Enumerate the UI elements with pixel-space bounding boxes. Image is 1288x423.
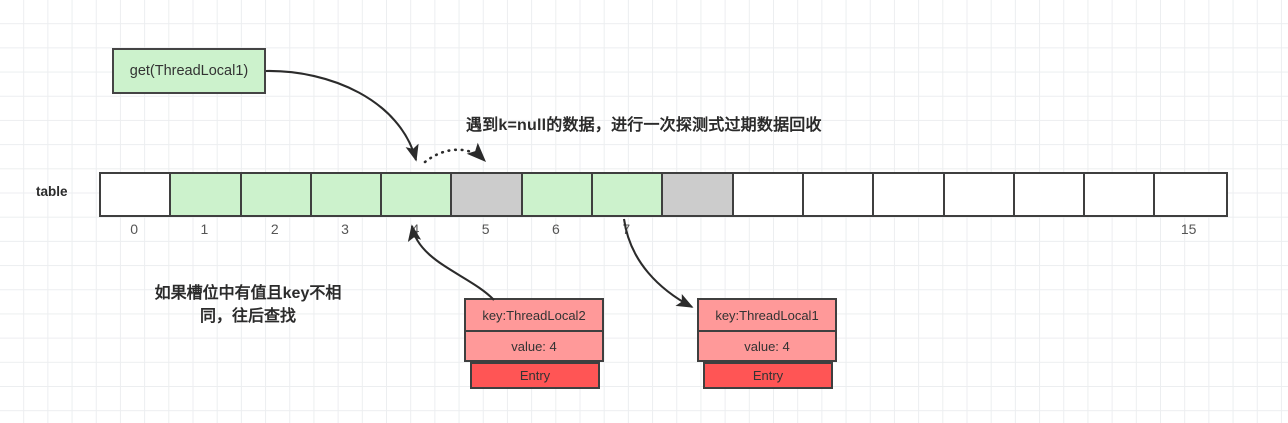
table-cell-0[interactable] xyxy=(101,174,172,215)
table-index-5: 5 xyxy=(481,221,490,237)
entry-key-threadlocal2: key:ThreadLocal2 xyxy=(464,298,604,330)
table-index-0: 0 xyxy=(130,221,139,237)
table-cell-15[interactable] xyxy=(1155,174,1226,215)
get-call-box: get(ThreadLocal1) xyxy=(112,48,266,94)
get-call-label: get(ThreadLocal1) xyxy=(129,63,249,79)
entry-value-threadlocal1: value: 4 xyxy=(697,330,837,362)
table-index-2: 2 xyxy=(270,221,279,237)
table-index-3: 3 xyxy=(341,221,349,237)
table-index-11 xyxy=(872,221,942,243)
annotation-linear-probe-line1: 如果槽位中有值且key不相 xyxy=(154,285,342,302)
annotation-linear-probe: 如果槽位中有值且key不相 同，往后查找 xyxy=(108,282,388,328)
table-cell-7[interactable] xyxy=(593,174,664,215)
table-label: table xyxy=(36,184,68,199)
table-cell-11[interactable] xyxy=(874,174,945,215)
arrow-get-to-slot4 xyxy=(265,69,419,162)
table-cell-4[interactable] xyxy=(382,174,453,215)
table-index-7: 7 xyxy=(622,221,631,237)
table-row xyxy=(99,172,1228,217)
table-index-13 xyxy=(1013,221,1083,243)
table-cell-5[interactable] xyxy=(452,174,523,215)
table-cell-10[interactable] xyxy=(803,174,875,215)
table-index-1: 1 xyxy=(200,221,209,237)
table-index-4: 4 xyxy=(411,221,420,237)
entry-tag-threadlocal1: Entry xyxy=(703,362,833,389)
table-cell-14[interactable] xyxy=(1085,174,1156,215)
table-cell-2[interactable] xyxy=(241,174,312,215)
table-cell-12[interactable] xyxy=(944,174,1015,215)
entry-key-threadlocal1: key:ThreadLocal1 xyxy=(697,298,837,330)
arrow-probe-dotted-slot4-to-slot5 xyxy=(423,142,487,164)
annotation-stale-cleanup: 遇到k=null的数据，进行一次探测式过期数据回收 xyxy=(466,117,822,134)
table-index-14 xyxy=(1083,221,1153,243)
table-index-12 xyxy=(943,221,1013,243)
annotation-linear-probe-line2: 同，往后查找 xyxy=(199,308,296,326)
table-cell-13[interactable] xyxy=(1014,174,1086,215)
entry-value-threadlocal2: value: 4 xyxy=(464,330,604,362)
entry-tag-threadlocal2: Entry xyxy=(470,362,600,389)
table-cell-8[interactable] xyxy=(663,174,734,215)
table-index-15: 15 xyxy=(1180,221,1197,237)
table-index-9 xyxy=(732,221,802,243)
table-index-8 xyxy=(661,221,731,243)
entry-box-threadlocal1: key:ThreadLocal1 value: 4 Entry xyxy=(697,298,837,389)
entry-box-threadlocal2: key:ThreadLocal2 value: 4 Entry xyxy=(464,298,604,389)
table-cell-6[interactable] xyxy=(522,174,594,215)
table-cell-9[interactable] xyxy=(733,174,804,215)
table-index-6: 6 xyxy=(552,221,560,237)
table-cell-1[interactable] xyxy=(171,174,242,215)
table-cell-3[interactable] xyxy=(311,174,383,215)
table-index-row: 0 1 2 3 4 5 6 7 15 xyxy=(99,221,1224,243)
table-index-10 xyxy=(802,221,872,243)
